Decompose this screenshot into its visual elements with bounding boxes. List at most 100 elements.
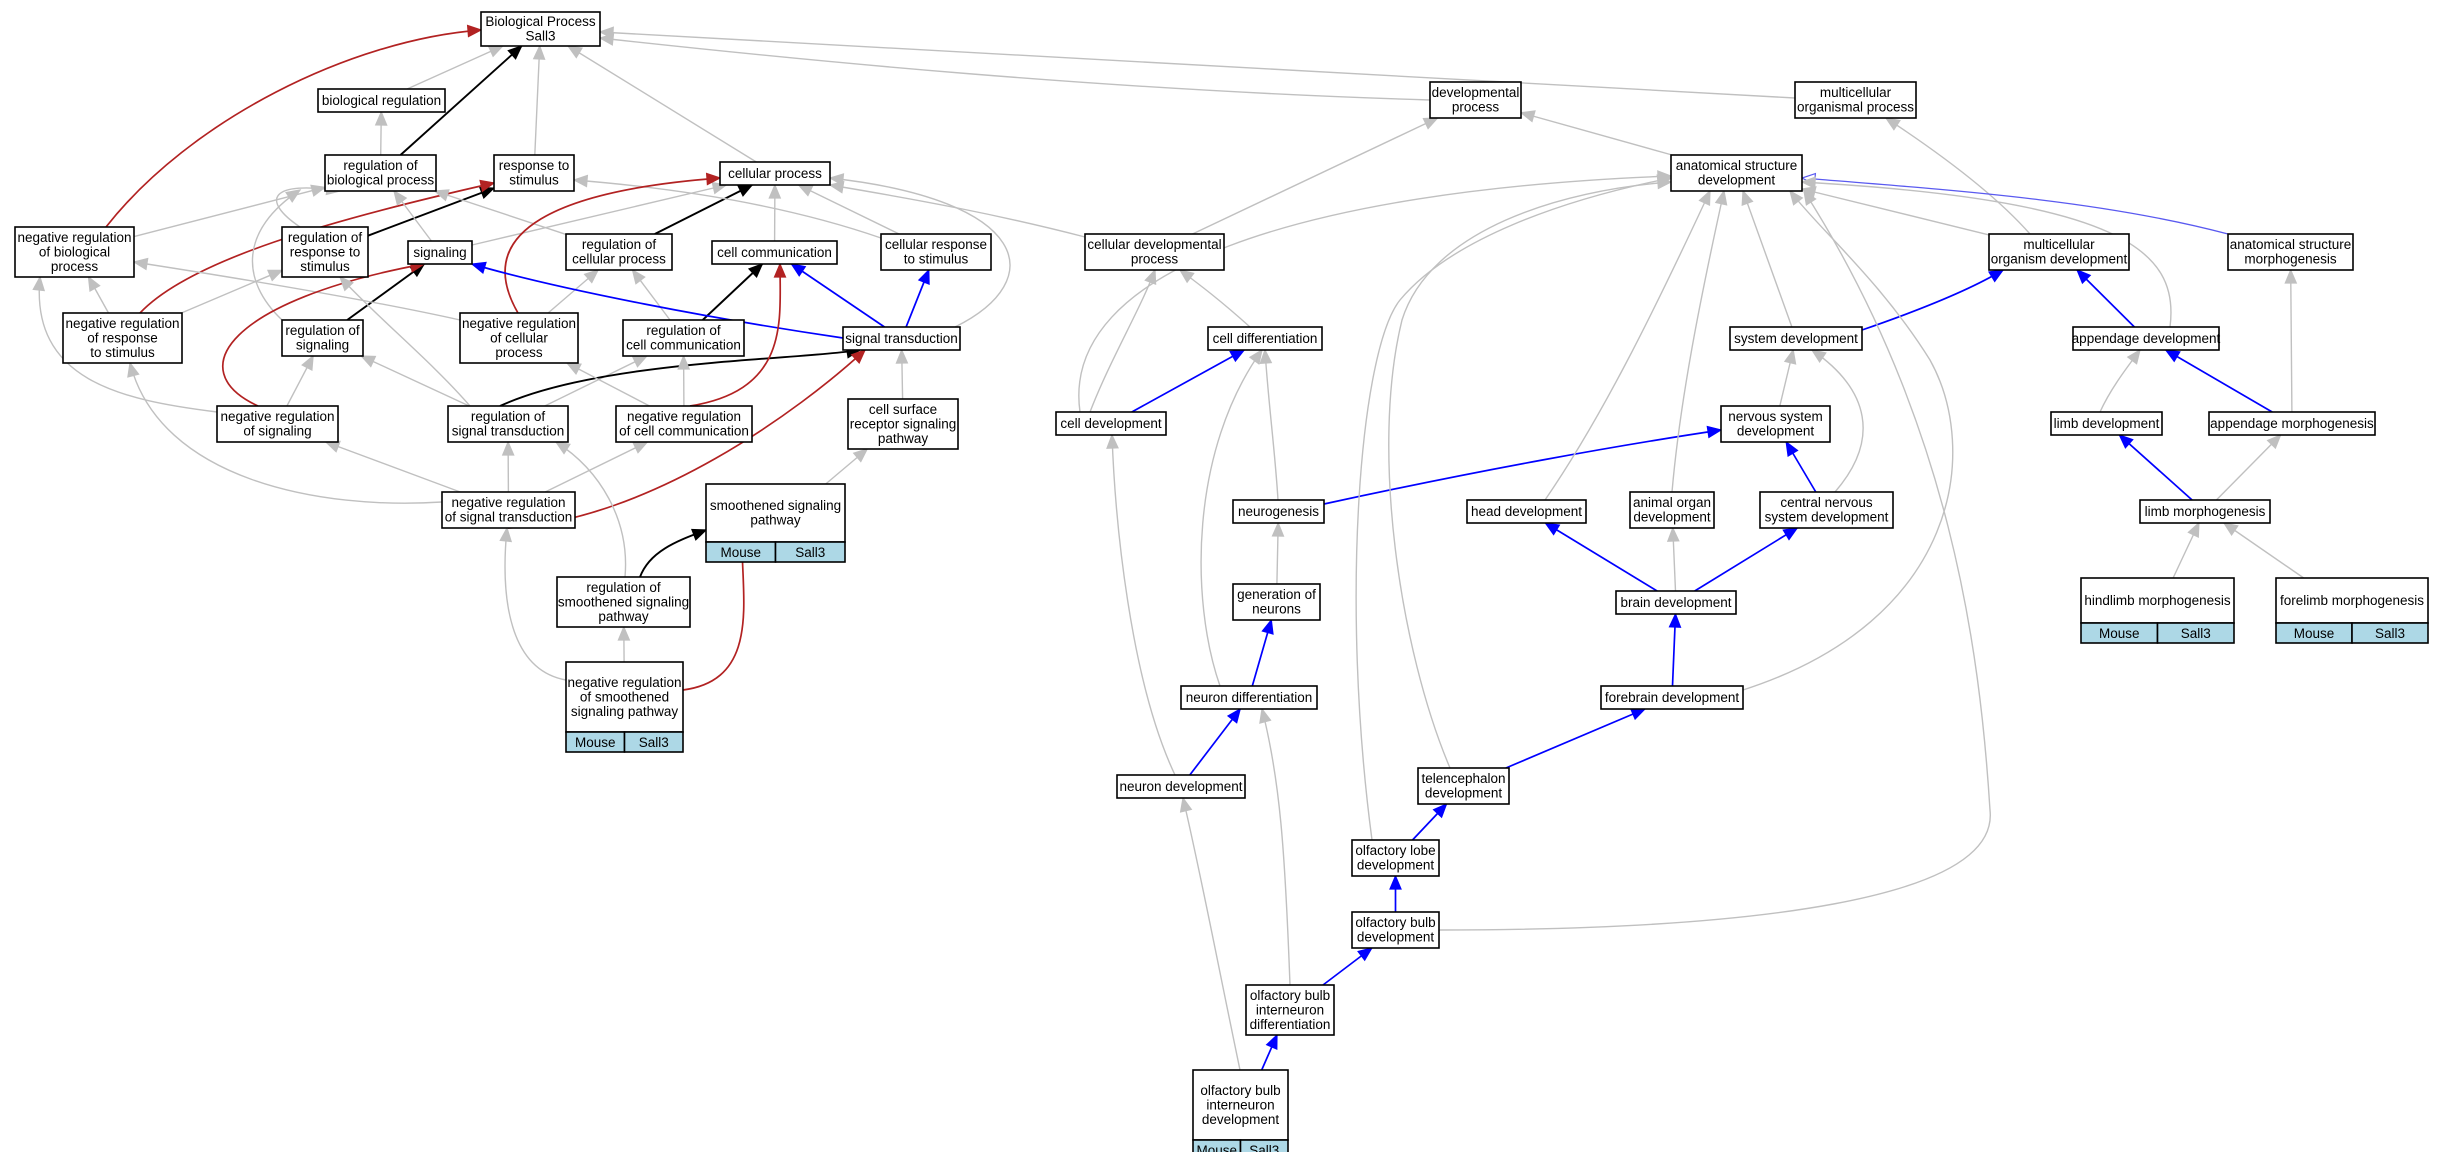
arrowhead <box>1789 189 1804 206</box>
term-box <box>2050 411 2163 436</box>
term-box <box>493 154 575 192</box>
term-node-neurdev[interactable]: neuron development <box>1116 774 1246 799</box>
edge-neurdiff-to-genneur <box>1251 618 1274 687</box>
edge-neurdev-to-neurdiff <box>1189 707 1242 776</box>
term-node-forebrain[interactable]: forebrain development <box>1600 685 1744 710</box>
edge-negregst-to-negregresp <box>127 361 443 504</box>
arrowhead <box>773 262 787 278</box>
edge-negregresp-to-negregbp <box>87 275 110 314</box>
edge-sigtrans-to-signaling <box>470 261 844 339</box>
term-node-neurogenesis[interactable]: neurogenesis <box>1232 499 1325 524</box>
term-node-braindev[interactable]: brain development <box>1615 590 1737 615</box>
term-node-celldiff[interactable]: cell differentiation <box>1207 326 1323 351</box>
edge-regcc-to-cellcomm <box>702 262 764 321</box>
term-node-cellcomm[interactable]: cell communication <box>711 240 838 265</box>
term-label-line: cell surface <box>869 402 937 417</box>
term-box <box>407 240 473 265</box>
term-label-line: pathway <box>878 431 929 446</box>
arrowhead <box>572 174 589 188</box>
edge-forelimb-to-limbmorph <box>2222 522 2305 579</box>
term-label-line: biological regulation <box>322 93 441 108</box>
term-label-line: neurogenesis <box>1238 504 1319 519</box>
term-label-line: central nervous <box>1780 495 1873 510</box>
term-node-neurdiff[interactable]: neuron differentiation <box>1180 685 1318 710</box>
term-node-signaling[interactable]: signaling <box>407 240 473 265</box>
term-box <box>1615 590 1737 615</box>
edge-obidev-to-neurdev <box>1179 796 1241 1071</box>
arrowhead <box>1803 189 1817 206</box>
edge-regbp-to-bp <box>399 44 523 156</box>
arrowhead <box>631 268 646 285</box>
term-node-sigtrans[interactable]: signal transduction <box>842 326 961 351</box>
term-node-headdev[interactable]: head development <box>1466 499 1587 524</box>
edge-regcellproc-to-regbp <box>433 189 567 236</box>
term-box <box>1417 767 1510 805</box>
edge-obidiff-to-olfbulb <box>1322 947 1374 986</box>
term-label-line: animal organ <box>1633 495 1711 510</box>
term-node-obidev[interactable]: olfactory bulbinterneurondevelopmentMous… <box>1192 1069 1289 1152</box>
term-node-limbmorph[interactable]: limb morphogenesis <box>2139 499 2271 524</box>
term-box <box>441 491 576 529</box>
arrowhead <box>2164 349 2181 363</box>
edge-asd-to-devproc <box>1519 110 1673 156</box>
edge-regshh-to-regst <box>554 441 627 578</box>
term-label-line: development <box>1633 510 1711 525</box>
edge-sysdev-to-multidev <box>1861 269 2005 331</box>
arrowhead <box>2222 522 2239 536</box>
edge-sysdev-to-asd <box>1741 189 1793 328</box>
term-node-cellproc[interactable]: cellular process <box>719 161 831 186</box>
arrowhead <box>565 362 582 375</box>
term-label-line: cellular response <box>885 237 987 252</box>
arrowhead <box>1800 176 1816 190</box>
term-box <box>1759 491 1894 529</box>
term-box <box>622 319 745 357</box>
arrowhead <box>747 262 764 278</box>
edge-multiproc-to-bp <box>598 26 1796 99</box>
annotation-gene: Sall3 <box>795 545 825 560</box>
arrowhead <box>850 348 867 364</box>
term-node-limbdev[interactable]: limb development <box>2050 411 2163 436</box>
arrowhead <box>359 355 377 368</box>
term-node-appdev[interactable]: appendage development <box>2072 326 2221 351</box>
term-node-sysdev[interactable]: system development <box>1729 326 1863 351</box>
term-node-appmorph[interactable]: appendage morphogenesis <box>2208 411 2376 436</box>
term-label-line: of response <box>87 330 158 345</box>
term-node-bioreg[interactable]: biological regulation <box>317 88 446 113</box>
term-node-celldev[interactable]: cell development <box>1055 411 1167 436</box>
